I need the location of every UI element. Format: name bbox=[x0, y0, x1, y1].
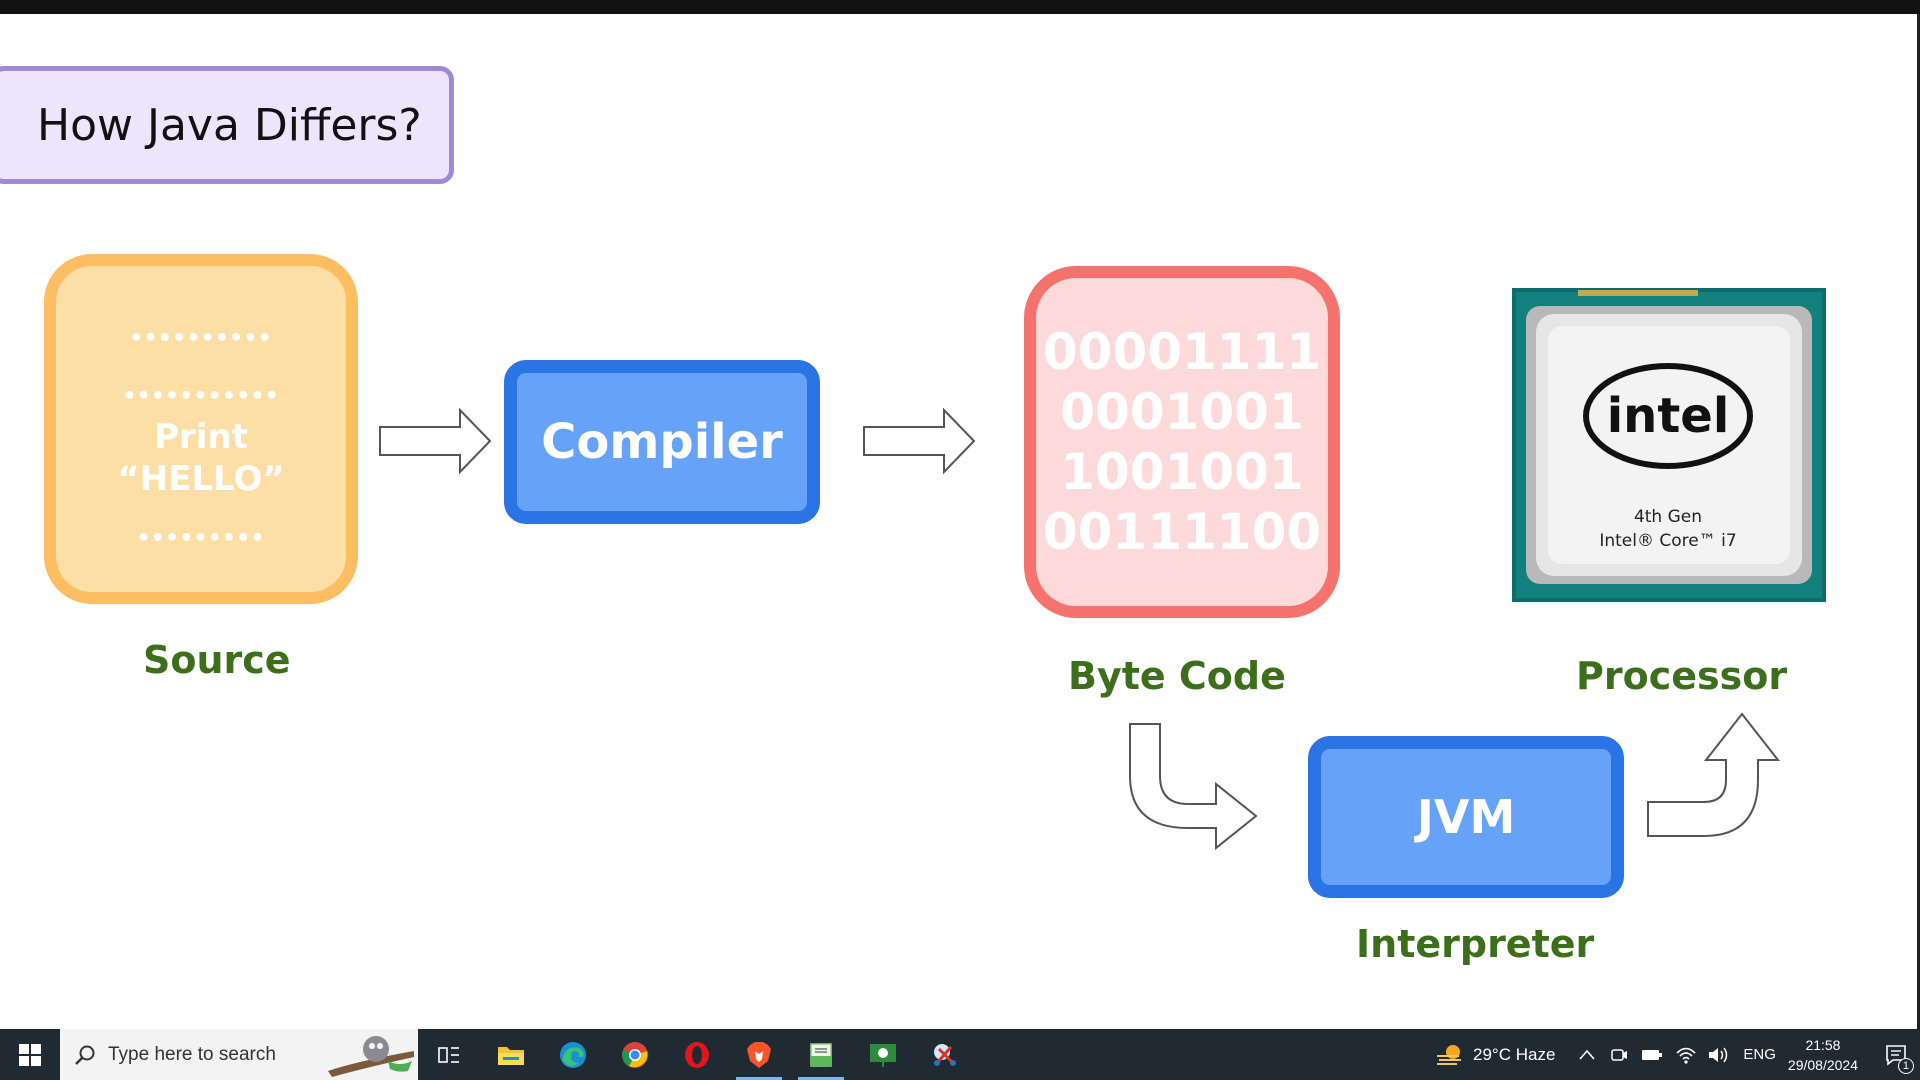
edge-button[interactable] bbox=[542, 1029, 604, 1080]
cpu-gen: 4th Gen bbox=[1634, 507, 1702, 527]
clock-time: 21:58 bbox=[1805, 1036, 1841, 1053]
byte-line-4: 00111100 bbox=[1042, 503, 1322, 561]
weather-haze-icon bbox=[1437, 1044, 1461, 1065]
presentation-button[interactable] bbox=[852, 1029, 914, 1080]
compiler-box: Compiler bbox=[504, 360, 820, 524]
meet-now-icon[interactable] bbox=[1609, 1045, 1629, 1065]
interpreter-label: Interpreter bbox=[1356, 922, 1595, 966]
brave-icon bbox=[747, 1041, 771, 1068]
language-indicator[interactable]: ENG bbox=[1743, 1046, 1776, 1063]
slide-title: How Java Differs? bbox=[37, 99, 422, 151]
file-explorer-button[interactable] bbox=[480, 1029, 542, 1080]
opera-button[interactable] bbox=[666, 1029, 728, 1080]
top-black-bar bbox=[0, 0, 1920, 14]
curved-arrow-up-icon bbox=[1647, 712, 1780, 837]
start-button[interactable] bbox=[0, 1029, 60, 1080]
curved-arrow-icon bbox=[1129, 723, 1258, 851]
snipping-tool-button[interactable] bbox=[914, 1029, 976, 1080]
notification-count-badge: 1 bbox=[1897, 1058, 1914, 1074]
file-explorer-icon bbox=[498, 1046, 524, 1065]
chrome-button[interactable] bbox=[604, 1029, 666, 1080]
windows-logo-icon bbox=[19, 1043, 41, 1066]
task-view-button[interactable] bbox=[418, 1029, 480, 1080]
windows-taskbar: Type here to search bbox=[0, 1029, 1920, 1080]
battery-icon[interactable] bbox=[1641, 1048, 1663, 1062]
right-arrow-icon bbox=[863, 408, 976, 474]
byte-code-box: 00001111 0001001 1001001 00111100 bbox=[1024, 266, 1340, 618]
source-dots-2: ••••••••••• bbox=[122, 384, 280, 409]
task-view-icon bbox=[438, 1046, 459, 1063]
right-arrow-icon bbox=[379, 408, 492, 474]
source-hello-line: “HELLO” bbox=[117, 459, 285, 499]
processor-label: Processor bbox=[1576, 654, 1788, 698]
notification-center-button[interactable]: 1 bbox=[1872, 1029, 1920, 1080]
source-dots-1: •••••••••• bbox=[129, 326, 273, 351]
chrome-icon bbox=[622, 1041, 648, 1068]
cpu-brand: intel bbox=[1607, 388, 1730, 444]
clock-date: 29/08/2024 bbox=[1787, 1056, 1858, 1073]
window-edge bbox=[1917, 14, 1920, 1029]
search-placeholder: Type here to search bbox=[108, 1043, 276, 1065]
byte-line-2: 0001001 bbox=[1060, 383, 1304, 441]
volume-icon[interactable] bbox=[1707, 1045, 1731, 1065]
snipping-icon bbox=[934, 1043, 956, 1066]
brave-button[interactable] bbox=[728, 1029, 790, 1080]
source-code-box: •••••••••• ••••••••••• Print “HELLO” •••… bbox=[44, 254, 358, 604]
notepad-icon bbox=[810, 1042, 832, 1067]
notification-icon bbox=[1886, 1044, 1906, 1066]
clock[interactable]: 21:58 29/08/2024 bbox=[1788, 1035, 1858, 1075]
slide-title-box: How Java Differs? bbox=[0, 66, 454, 184]
source-label: Source bbox=[143, 638, 291, 682]
opera-icon bbox=[685, 1041, 709, 1068]
wifi-icon[interactable] bbox=[1675, 1045, 1697, 1065]
edge-icon bbox=[560, 1041, 586, 1068]
taskbar-search-box[interactable]: Type here to search bbox=[60, 1029, 418, 1080]
presentation-icon bbox=[870, 1043, 896, 1067]
weather-text[interactable]: 29°C Haze bbox=[1473, 1044, 1556, 1064]
notepad-button[interactable] bbox=[790, 1029, 852, 1080]
intel-cpu-image: intel 4th Gen Intel® Core™ i7 bbox=[1512, 288, 1826, 602]
chevron-up-icon[interactable] bbox=[1577, 1048, 1597, 1062]
compiler-label: Compiler bbox=[541, 414, 783, 470]
jvm-label: JVM bbox=[1416, 790, 1516, 844]
byte-line-3: 1001001 bbox=[1060, 443, 1304, 501]
source-dots-3: ••••••••• bbox=[136, 526, 266, 551]
search-icon bbox=[75, 1045, 95, 1065]
search-highlight-illustration bbox=[328, 1036, 414, 1077]
source-print-line: Print bbox=[154, 417, 248, 457]
byte-code-label: Byte Code bbox=[1068, 654, 1286, 698]
system-tray: 29°C Haze ENG 21:58 29/08/2024 bbox=[1435, 1029, 1920, 1080]
jvm-box: JVM bbox=[1308, 736, 1624, 898]
byte-line-1: 00001111 bbox=[1042, 323, 1322, 381]
cpu-model: Intel® Core™ i7 bbox=[1599, 531, 1736, 551]
